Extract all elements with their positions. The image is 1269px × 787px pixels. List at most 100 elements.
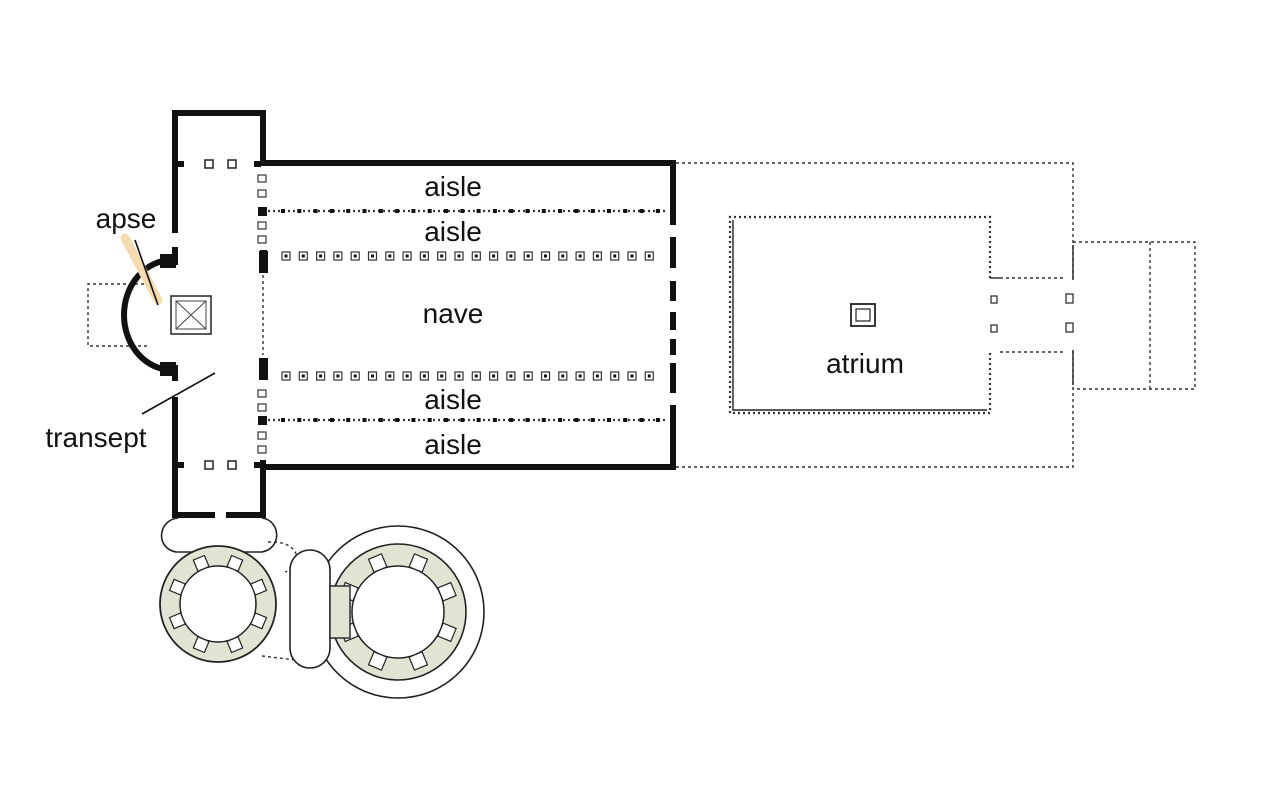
aisle-column [346,418,351,422]
atrium-court-colonnade [728,215,992,415]
aisle-column [476,209,481,213]
label-aisle-north-outer: aisle [424,171,482,202]
aisle-column [525,209,530,213]
rotunda-right-niches [339,553,457,671]
aisle-column [395,209,400,213]
rotunda-niche [226,636,244,654]
aisle-column [623,418,628,422]
aisle-column [607,209,611,213]
aisle-column [395,418,400,422]
rotunda-capsule-vestibule [289,549,331,669]
atrium-court-inner [732,220,987,411]
aisle-column [346,209,351,213]
atrium-outer-north [676,162,1074,280]
nave-column-core [388,254,392,258]
rotunda-niche [437,622,457,643]
rotundas [159,517,485,699]
gate-column [990,295,998,304]
rotunda-niche [168,578,186,596]
nave-column-core [457,254,461,258]
transept-nave-divider [257,174,267,454]
aisle-column [590,418,595,422]
rotunda-left-niches [168,554,268,654]
rotunda-left-core [179,565,257,643]
aisle-column [378,209,383,213]
nave-body [259,160,676,470]
south-outer-wall [260,405,676,470]
aisle-column [460,418,465,422]
gate-column [990,324,998,333]
aisle-column [362,209,367,213]
aisle-column [411,209,416,213]
transept-south-wall [172,397,215,518]
rotunda-niche [408,553,429,573]
nave-column-core [371,374,374,378]
rotunda-niche [226,554,244,572]
altar-inner [175,300,207,330]
nave-column-core [544,374,547,378]
label-transept: transept [45,422,146,453]
aisle-column [444,418,448,422]
rotunda-niche [367,553,388,573]
aisle-column [590,209,595,213]
aisle-column [313,418,318,422]
aisle-column [492,209,497,213]
nave-pier [259,358,268,380]
nave-column-core [457,374,461,378]
nave-column-core [561,254,565,258]
rotunda-niche [437,581,457,602]
nave-column-core [474,374,478,378]
nave-column-rows [259,251,654,381]
aisle-column [476,418,481,422]
nave-column-core [509,374,513,378]
rotunda-right-entry [329,585,351,639]
rotunda-link-2 [261,655,297,661]
nave-column-core [284,254,288,258]
entrance-hall [1073,241,1196,390]
transept-columns-north [177,159,261,169]
label-apse: apse [96,203,157,234]
rotunda-right-core [351,565,445,659]
leader-lines [120,233,216,415]
nave-column-core [595,374,599,378]
nave-column-core [578,254,582,258]
aisle-column [509,418,514,422]
aisle-column [427,418,432,422]
nave-column-core [630,254,634,258]
nave-column-core [492,254,496,258]
nave-column-core [595,254,599,258]
aisle-column [639,209,644,213]
label-atrium: atrium [826,348,904,379]
labels: apse transept aisle aisle nave aisle ais… [45,171,903,460]
nave-column-core [440,374,444,378]
nave-pier [259,251,268,273]
nave-column-core [492,374,496,378]
aisle-column [281,418,285,422]
nave-column-core [613,374,617,378]
nave-column-core [422,254,426,258]
north-outer-wall [260,160,676,225]
aisle-column [297,209,302,213]
nave-column-core [405,254,409,258]
apse-leader [134,239,159,306]
aisle-column [297,418,302,422]
aisle-column [281,209,285,213]
label-aisle-south-outer: aisle [424,429,482,460]
apse [87,254,212,376]
aisle-column [574,209,579,213]
aisle-column [574,418,579,422]
gate-column [1065,293,1074,304]
nave-column-core [509,254,513,258]
aisle-column [444,209,448,213]
atrium-gate-outline [1000,277,1065,353]
atrium-fountain [850,303,876,327]
aisle-column [541,209,546,213]
nave-column-core [319,254,323,258]
aisle-column [329,418,334,422]
rotunda-niche [408,651,429,671]
atrium-fountain-inner [855,308,871,322]
label-aisle-north-inner: aisle [424,216,482,247]
nave-column-core [336,254,340,258]
aisle-column [623,209,628,213]
